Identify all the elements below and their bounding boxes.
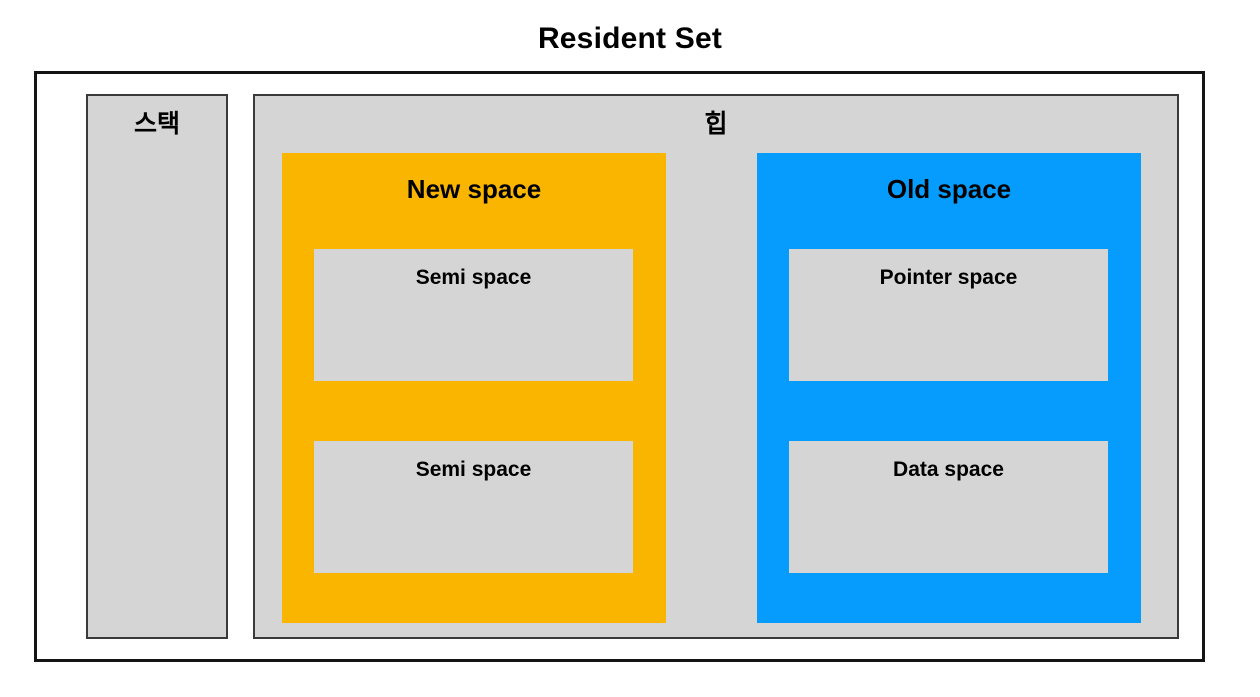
data-space-block: Data space — [789, 441, 1108, 573]
semi-space-1-block: Semi space — [314, 249, 633, 381]
old-space-block: Old space Pointer space Data space — [757, 153, 1141, 623]
stack-region: 스택 — [86, 94, 228, 639]
semi-space-1-label: Semi space — [415, 266, 532, 289]
new-space-block: New space Semi space Semi space — [282, 153, 666, 623]
new-space-label: New space — [406, 174, 542, 204]
stack-region-label: 스택 — [133, 110, 180, 138]
semi-space-2-label: Semi space — [415, 458, 532, 481]
data-space-label: Data space — [893, 458, 1004, 481]
old-space-label: Old space — [886, 174, 1012, 204]
pointer-space-block: Pointer space — [789, 249, 1108, 381]
pointer-space-label: Pointer space — [879, 266, 1018, 289]
page-title: Resident Set — [537, 22, 723, 55]
heap-region-label: 힙 — [704, 110, 728, 138]
semi-space-2-block: Semi space — [314, 441, 633, 573]
